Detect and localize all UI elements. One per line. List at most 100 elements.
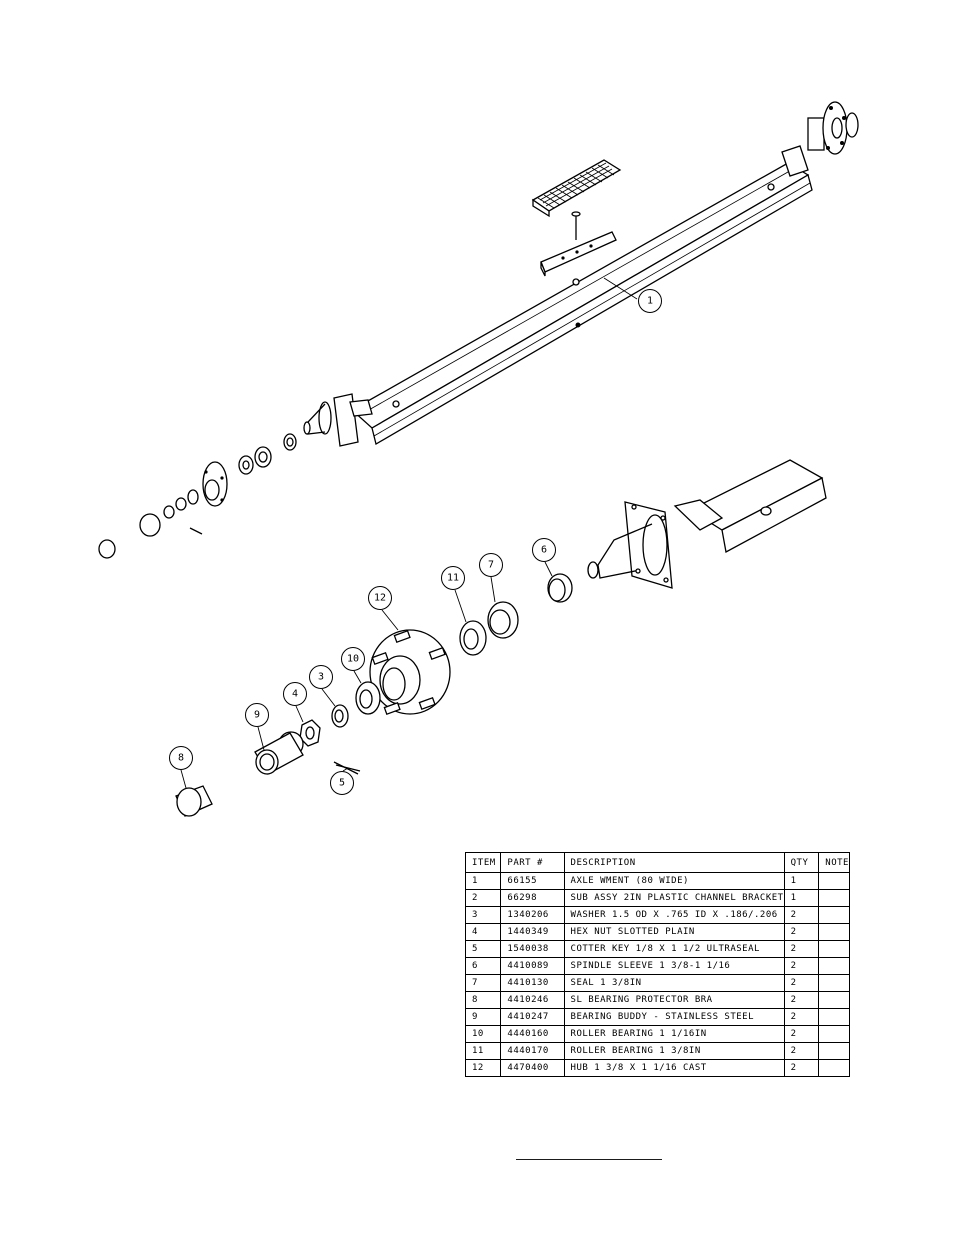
footer-hyperlink-underline[interactable] xyxy=(516,1158,662,1160)
cell-qty: 2 xyxy=(783,1042,820,1060)
cell-description: HUB 1 3/8 X 1 1/16 CAST xyxy=(563,1059,785,1077)
cell-note xyxy=(818,991,850,1009)
cell-note xyxy=(818,872,850,890)
cell-note xyxy=(818,1008,850,1026)
hub xyxy=(369,629,451,715)
washer xyxy=(331,704,349,728)
cell-part: 4440160 xyxy=(500,1025,565,1043)
cell-note xyxy=(818,1025,850,1043)
cell-description: SUB ASSY 2IN PLASTIC CHANNEL BRACKET xyxy=(563,889,785,907)
cell-part: 4440170 xyxy=(500,1042,565,1060)
callout-3-label: 3 xyxy=(318,672,324,683)
cell-description: COTTER KEY 1/8 X 1 1/2 ULTRASEAL xyxy=(563,940,785,958)
cell-description: WASHER 1.5 OD X .765 ID X .186/.206 xyxy=(563,906,785,924)
callout-7: 7 xyxy=(479,553,503,603)
bearing-protector-bra xyxy=(175,785,213,817)
cell-item: 12 xyxy=(464,1059,502,1077)
cell-part: 4410247 xyxy=(500,1008,565,1026)
cell-item: 10 xyxy=(464,1025,502,1043)
cell-part: 1340206 xyxy=(500,906,565,924)
cell-item: 8 xyxy=(464,991,502,1009)
cell-description: SEAL 1 3/8IN xyxy=(563,974,785,992)
cell-qty: 2 xyxy=(783,991,820,1009)
cell-description: HEX NUT SLOTTED PLAIN xyxy=(563,923,785,941)
cell-note xyxy=(818,1042,850,1060)
cell-description: SPINDLE SLEEVE 1 3/8-1 1/16 xyxy=(563,957,785,975)
cell-item: 2 xyxy=(464,889,502,907)
cell-qty: 1 xyxy=(783,872,820,890)
cell-note xyxy=(818,923,850,941)
cell-qty: 2 xyxy=(783,906,820,924)
cell-item: 9 xyxy=(464,1008,502,1026)
cell-description: ROLLER BEARING 1 3/8IN xyxy=(563,1042,785,1060)
cell-part: 4410130 xyxy=(500,974,565,992)
roller-bearing-large xyxy=(459,620,487,656)
cell-item: 6 xyxy=(464,957,502,975)
header-item: ITEM xyxy=(464,852,502,873)
cell-part: 4410246 xyxy=(500,991,565,1009)
cell-qty: 2 xyxy=(783,957,820,975)
cell-qty: 2 xyxy=(783,923,820,941)
callout-4-label: 4 xyxy=(292,689,298,700)
spindle-sleeve xyxy=(547,573,573,603)
cell-note xyxy=(818,957,850,975)
callout-5-label: 5 xyxy=(339,778,345,789)
header-note: NOTE xyxy=(818,852,850,873)
callout-8-label: 8 xyxy=(178,753,184,764)
callout-11: 11 xyxy=(441,566,467,623)
cell-note xyxy=(818,1059,850,1077)
cell-item: 7 xyxy=(464,974,502,992)
callout-10: 10 xyxy=(341,647,365,684)
axle-beam xyxy=(303,101,859,447)
cell-item: 5 xyxy=(464,940,502,958)
cell-item: 3 xyxy=(464,906,502,924)
cell-description: SL BEARING PROTECTOR BRA xyxy=(563,991,785,1009)
cell-qty: 2 xyxy=(783,1059,820,1077)
cell-qty: 2 xyxy=(783,974,820,992)
cell-qty: 1 xyxy=(783,889,820,907)
channel-bracket-assembly xyxy=(531,159,622,328)
callout-3: 3 xyxy=(309,665,336,707)
cell-part: 4410089 xyxy=(500,957,565,975)
cell-item: 1 xyxy=(464,872,502,890)
callout-5: 5 xyxy=(330,767,354,795)
axle-end-detail xyxy=(587,459,827,589)
callout-10-label: 10 xyxy=(347,654,359,665)
cell-note xyxy=(818,974,850,992)
cell-note xyxy=(818,906,850,924)
cell-description: ROLLER BEARING 1 1/16IN xyxy=(563,1025,785,1043)
roller-bearing-small xyxy=(355,681,381,715)
callout-7-label: 7 xyxy=(488,560,494,571)
cell-part: 1540038 xyxy=(500,940,565,958)
cell-description: BEARING BUDDY - STAINLESS STEEL xyxy=(563,1008,785,1026)
cell-qty: 2 xyxy=(783,1025,820,1043)
callout-1: 1 xyxy=(603,277,662,313)
cell-part: 66155 xyxy=(500,872,565,890)
bracket-ribs xyxy=(537,164,615,209)
callout-6: 6 xyxy=(532,538,556,577)
cell-qty: 2 xyxy=(783,1008,820,1026)
cell-item: 11 xyxy=(464,1042,502,1060)
header-description: DESCRIPTION xyxy=(563,852,785,873)
callout-12: 12 xyxy=(368,586,399,631)
callout-9-label: 9 xyxy=(254,710,260,721)
cell-part: 4470400 xyxy=(500,1059,565,1077)
cell-description: AXLE WMENT (80 WIDE) xyxy=(563,872,785,890)
callout-12-label: 12 xyxy=(374,593,386,604)
cell-part: 66298 xyxy=(500,889,565,907)
seal xyxy=(487,601,519,639)
cell-item: 4 xyxy=(464,923,502,941)
callout-9: 9 xyxy=(245,703,269,751)
exploded-parts-diagram: 1 3 4 5 6 7 8 xyxy=(98,101,859,817)
